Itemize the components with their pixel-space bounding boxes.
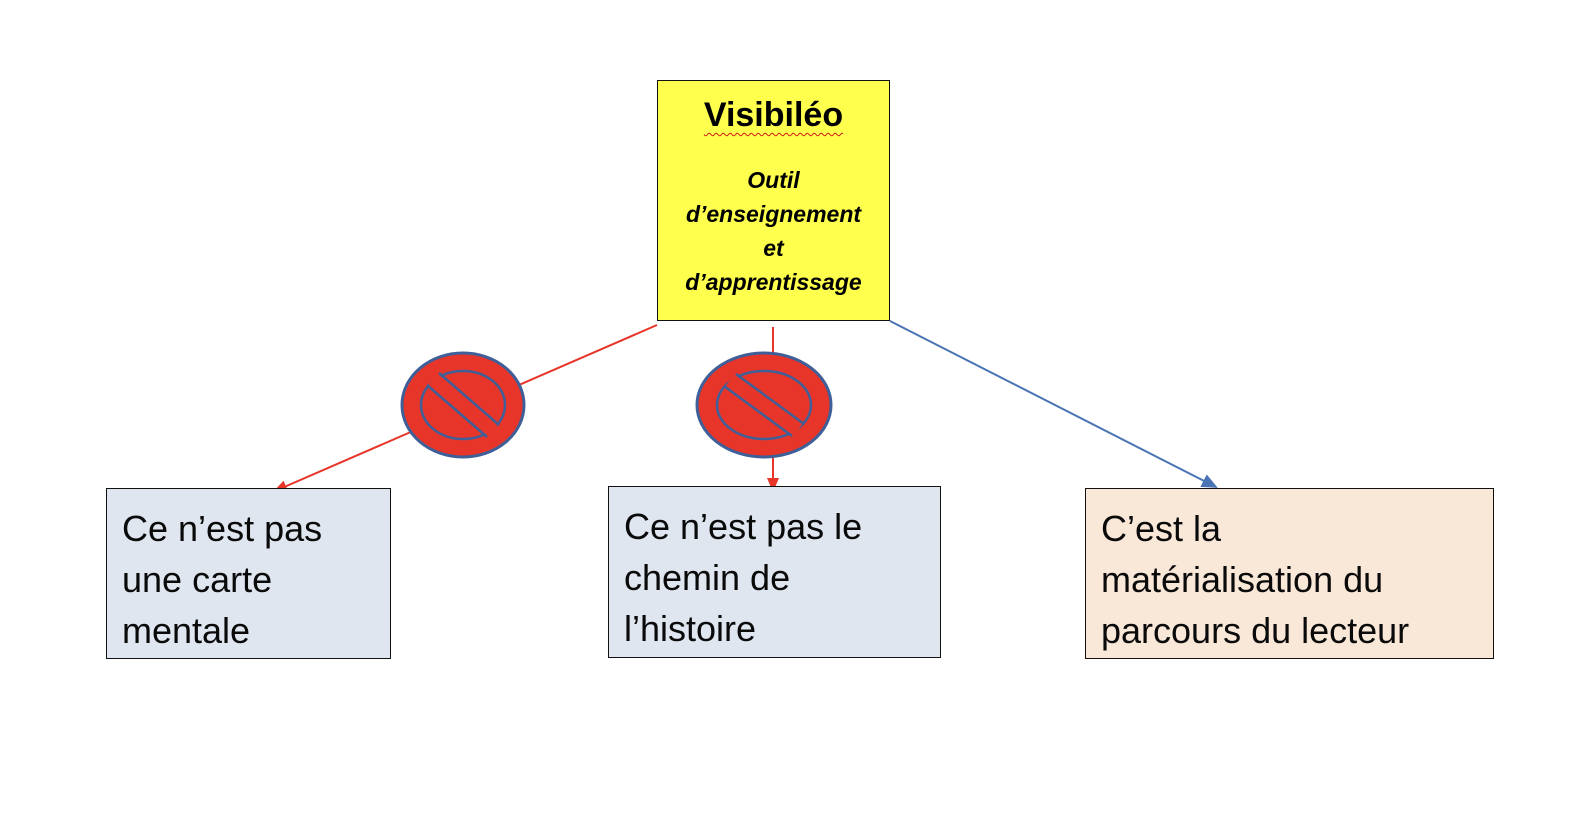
leaf-node-story-path: Ce n’est pas le chemin de l’histoire (608, 486, 941, 658)
leaf-text: Ce n’est pas une carte mentale (122, 508, 323, 651)
leaf-node-reader-path: C’est la matérialisation du parcours du … (1085, 488, 1494, 659)
leaf-text: C’est la matérialisation du parcours du … (1101, 508, 1410, 651)
leaf-text: Ce n’est pas le chemin de l’histoire (624, 506, 863, 649)
prohibition-icon (400, 351, 526, 459)
prohibition-icon (695, 351, 833, 459)
arrow-to-reader-path (889, 320, 1218, 488)
leaf-node-mental-map: Ce n’est pas une carte mentale (106, 488, 391, 659)
root-node-visibileo: Visibiléo Outil d’enseignement et d’appr… (657, 80, 890, 321)
root-title: Visibiléo (703, 96, 844, 134)
root-subtitle: Outil d’enseignement et d’apprentissage (685, 167, 862, 295)
